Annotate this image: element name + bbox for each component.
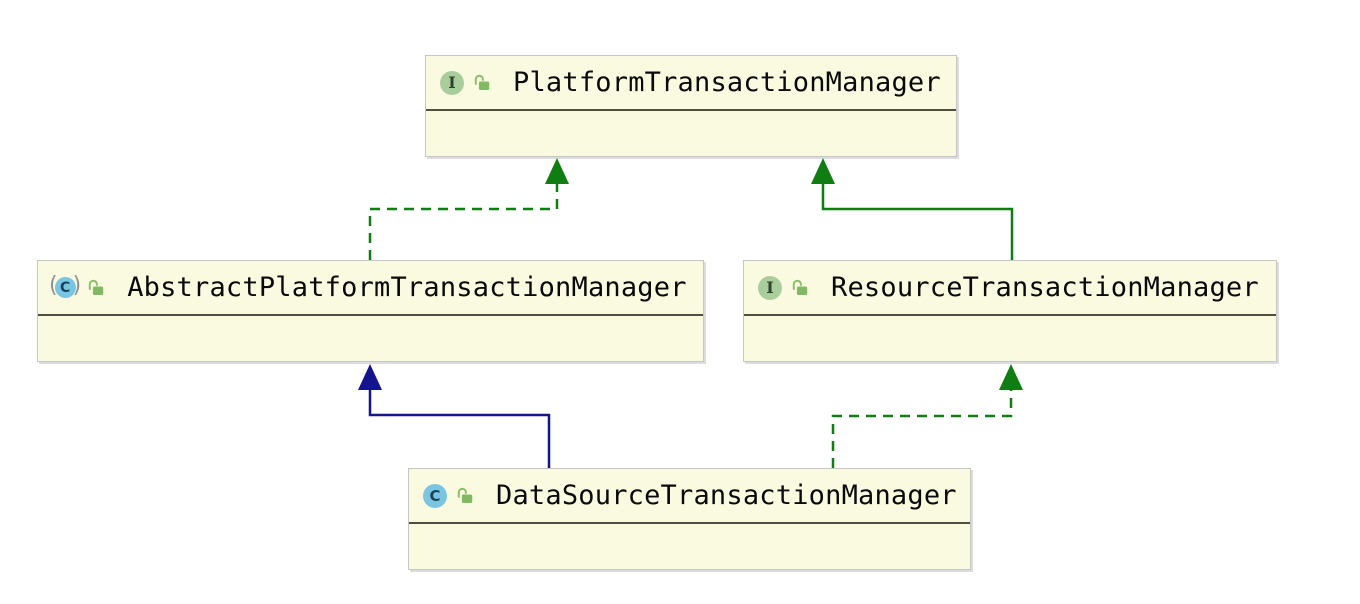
node-platform-transaction-manager[interactable]: I PlatformTransactionManager — [425, 55, 957, 157]
node-header: I PlatformTransactionManager — [426, 56, 956, 111]
edge-generalization-ResourceTransactionManager-to-PlatformTransactionManager — [811, 158, 1014, 260]
edge-generalization-DataSourceTransactionManager-to-AbstractPlatformTransactionManager — [358, 364, 551, 468]
triangle-arrowhead-icon — [811, 158, 835, 184]
unlocked-padlock-icon — [792, 279, 808, 296]
abstract-paren-close: ) — [72, 273, 82, 298]
node-members-section — [38, 316, 703, 359]
node-members-section — [409, 524, 970, 567]
unlocked-padlock-icon — [474, 74, 490, 91]
triangle-arrowhead-icon — [545, 158, 569, 184]
triangle-arrowhead-icon — [358, 364, 382, 390]
node-label: AbstractPlatformTransactionManager — [127, 272, 687, 303]
node-label: PlatformTransactionManager — [513, 67, 941, 98]
edge-realization-AbstractPlatformTransactionManager-to-PlatformTransactionManager — [368, 158, 569, 260]
node-data-source-transaction-manager[interactable]: C DataSourceTransactionManager — [408, 468, 971, 570]
abstract-paren-open: ( — [49, 273, 58, 298]
triangle-arrowhead-icon — [999, 364, 1023, 390]
node-label: ResourceTransactionManager — [831, 272, 1259, 303]
node-resource-transaction-manager[interactable]: I ResourceTransactionManager — [743, 260, 1277, 362]
node-label: DataSourceTransactionManager — [496, 480, 957, 511]
unlocked-padlock-icon — [88, 279, 104, 296]
node-header: C DataSourceTransactionManager — [409, 469, 970, 524]
node-header: ( C ) AbstractPlatformTransactionManager — [38, 261, 703, 316]
edge-realization-DataSourceTransactionManager-to-ResourceTransactionManager — [831, 364, 1023, 468]
node-members-section — [426, 111, 956, 154]
node-header: I ResourceTransactionManager — [744, 261, 1276, 316]
unlocked-padlock-icon — [457, 487, 473, 504]
class-icon: C — [423, 483, 447, 508]
class-icon: C — [54, 277, 76, 298]
node-members-section — [744, 316, 1276, 359]
interface-icon: I — [440, 70, 464, 95]
abstract-class-icon: ( C ) — [49, 273, 81, 300]
node-abstract-platform-transaction-manager[interactable]: ( C ) AbstractPlatformTransactionManager — [37, 260, 704, 362]
interface-icon: I — [758, 275, 782, 300]
